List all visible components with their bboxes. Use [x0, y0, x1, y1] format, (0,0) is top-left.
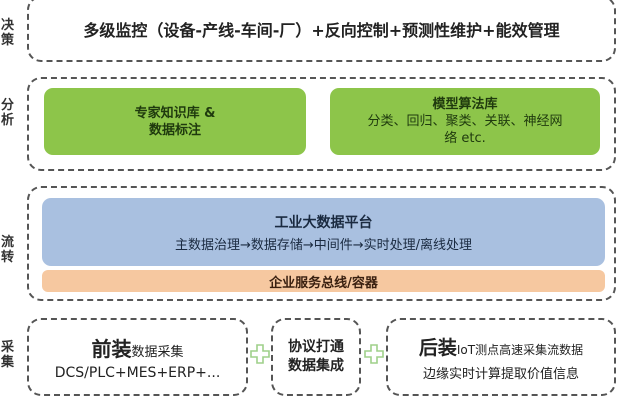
service-bus-box: 企业服务总线/容器	[42, 270, 605, 292]
protocol-integration-box: 协议打通 数据集成	[271, 318, 361, 396]
model-title: 模型算法库	[432, 97, 498, 112]
front-small: 数据采集	[131, 345, 184, 360]
front-collection-box: 前装数据采集 DCS/PLC+MES+ERP+...	[27, 318, 248, 396]
service-bus-text: 企业服务总线/容器	[269, 275, 378, 291]
layer-label-decision: 决策	[1, 18, 15, 48]
protocol-line2: 数据集成	[288, 358, 344, 374]
decision-text: 多级监控（设备-产线-车间-厂）+反向控制+预测性维护+能效管理	[83, 21, 560, 40]
plus-icon	[250, 344, 270, 364]
model-line1: 分类、回归、聚类、关联、神经网	[367, 114, 563, 129]
platform-pipeline: 主数据治理→数据存储→中间件→实时处理/离线处理	[174, 237, 473, 253]
plus-icon	[364, 344, 384, 364]
layer-label-analysis: 分析	[1, 98, 15, 128]
protocol-line1: 协议打通	[288, 339, 344, 355]
decision-layer: 多级监控（设备-产线-车间-厂）+反向控制+预测性维护+能效管理	[27, 0, 616, 62]
layer-label-collection: 采集	[1, 340, 15, 370]
knowledge-line2: 数据标注	[148, 122, 201, 138]
model-line2: 络 etc.	[444, 131, 486, 146]
front-big: 前装	[91, 337, 132, 361]
flow-layer	[27, 186, 616, 301]
front-line2: DCS/PLC+MES+ERP+...	[54, 365, 221, 381]
layer-label-flow: 流转	[1, 235, 15, 265]
rear-line2: 边缘实时计算提取价值信息	[422, 366, 579, 382]
model-library-box: 模型算法库 分类、回归、聚类、关联、神经网 络 etc.	[330, 88, 600, 155]
rear-big: 后装	[418, 336, 457, 359]
knowledge-line1: 专家知识库 &	[134, 105, 216, 121]
platform-title: 工业大数据平台	[274, 214, 373, 231]
rear-small: IoT测点高速采集流数据	[456, 342, 584, 357]
expert-knowledge-box: 专家知识库 & 数据标注	[44, 88, 306, 155]
big-data-platform-box: 工业大数据平台 主数据治理→数据存储→中间件→实时处理/离线处理	[42, 198, 605, 266]
rear-collection-box: 后装IoT测点高速采集流数据 边缘实时计算提取价值信息	[386, 318, 616, 396]
analysis-layer	[27, 77, 616, 171]
